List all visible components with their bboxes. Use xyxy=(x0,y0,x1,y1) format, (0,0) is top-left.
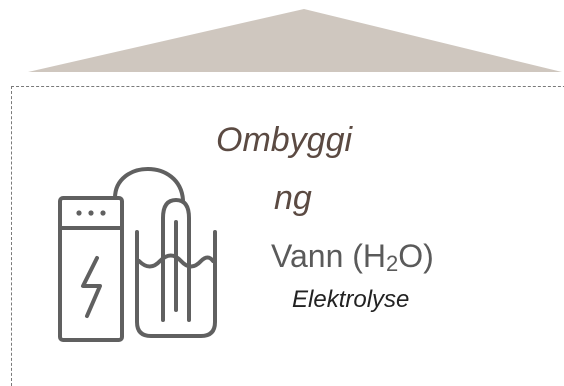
indicator-dot xyxy=(100,210,106,216)
process-label: Elektrolyse xyxy=(292,286,410,313)
title-line-2: ng xyxy=(274,179,312,217)
beaker xyxy=(135,230,217,338)
power-unit-box xyxy=(58,196,124,342)
roof-shape xyxy=(28,9,562,72)
formula-suffix: O) xyxy=(398,238,434,274)
dashed-frame xyxy=(11,86,564,386)
formula-prefix: Vann (H xyxy=(271,238,387,274)
electrolyzer-icon xyxy=(58,167,217,342)
wire-arc xyxy=(113,167,185,202)
electrode-tube xyxy=(161,198,191,322)
formula-subscript: 2 xyxy=(386,251,399,276)
title-line-1: Ombyggi xyxy=(216,121,353,159)
indicator-dot xyxy=(88,210,94,216)
page-title: Ombyggi ng xyxy=(216,111,386,227)
indicator-dot xyxy=(76,210,82,216)
formula-label: Vann (H2O) xyxy=(271,238,434,276)
liquid-wave xyxy=(137,253,215,269)
lightning-icon xyxy=(81,256,102,318)
